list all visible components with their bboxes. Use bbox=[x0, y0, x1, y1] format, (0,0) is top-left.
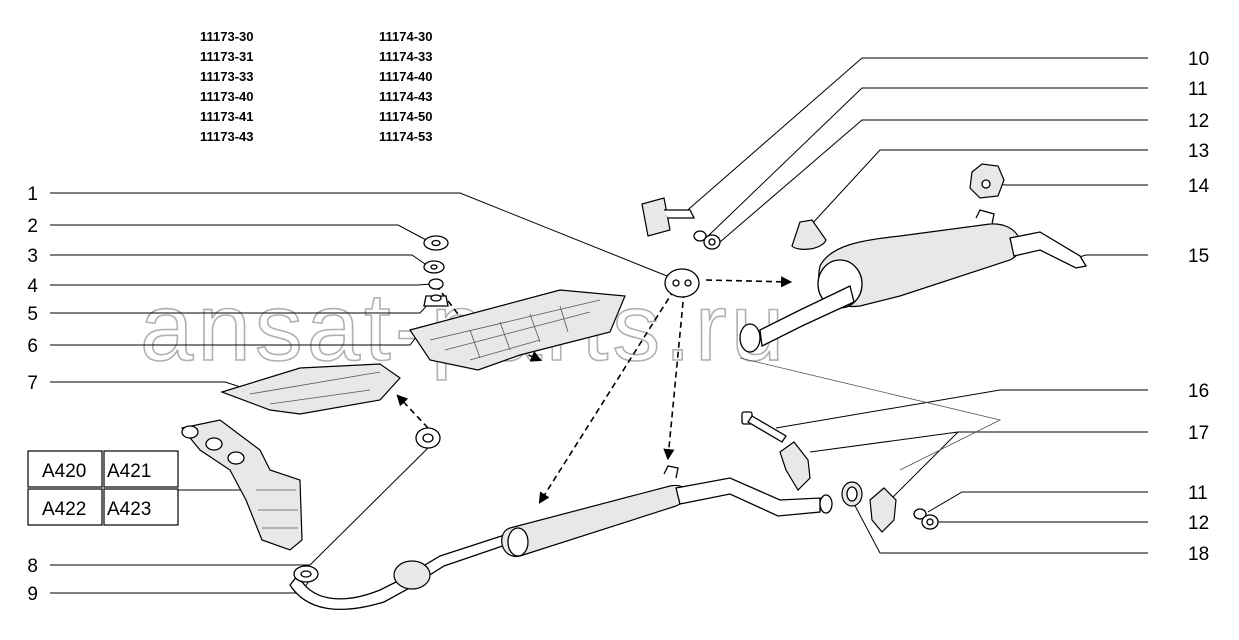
callout-number: 4 bbox=[27, 276, 38, 297]
middle-muffler bbox=[501, 465, 833, 557]
engine-code-boxes: A420 A421 A422 A423 bbox=[27, 450, 179, 526]
callout-number: 11 bbox=[1188, 483, 1208, 504]
model-code: 11173-40 bbox=[200, 89, 254, 104]
model-code: 11174-50 bbox=[379, 109, 433, 124]
callout-number: 9 bbox=[27, 584, 38, 605]
pipe-clamp bbox=[779, 441, 897, 533]
heat-shield-short bbox=[220, 363, 401, 415]
engine-code: A420 bbox=[42, 461, 86, 482]
callout-number: 6 bbox=[27, 336, 38, 357]
main-muffler bbox=[739, 209, 1088, 353]
callouts-left: 1 2 3 4 5 6 7 8 9 bbox=[27, 184, 38, 605]
callout-number: 5 bbox=[27, 304, 38, 325]
model-code: 11174-30 bbox=[379, 29, 433, 44]
exhaust-manifold bbox=[180, 419, 303, 551]
callout-number: 12 bbox=[1188, 111, 1209, 132]
callout-number: 1 bbox=[27, 184, 38, 205]
callout-number: 13 bbox=[1188, 141, 1209, 162]
callout-number: 15 bbox=[1188, 246, 1209, 267]
engine-code: A422 bbox=[42, 499, 86, 520]
model-code: 11174-53 bbox=[379, 129, 433, 144]
callout-number: 7 bbox=[27, 373, 38, 394]
callout-number: 17 bbox=[1188, 423, 1209, 444]
heat-shield-long bbox=[409, 289, 626, 371]
model-code: 11174-40 bbox=[379, 69, 433, 84]
model-list-left: 11173-30 11173-31 11173-33 11173-40 1117… bbox=[200, 29, 254, 144]
callout-number: 2 bbox=[27, 216, 38, 237]
callouts-right: 10 11 12 13 14 15 16 17 11 12 18 bbox=[1188, 49, 1210, 565]
rubber-bump-stop bbox=[791, 219, 827, 250]
model-code: 11174-33 bbox=[379, 49, 433, 64]
hanger-bracket bbox=[641, 197, 696, 237]
rear-rubber-hanger bbox=[969, 163, 1005, 199]
washers-and-nuts bbox=[423, 235, 449, 307]
sealing-ring bbox=[841, 481, 863, 507]
callout-number: 8 bbox=[27, 556, 38, 577]
mounting-nut bbox=[415, 427, 441, 449]
lower-nuts bbox=[913, 508, 939, 530]
model-code: 11173-43 bbox=[200, 129, 254, 144]
engine-code: A423 bbox=[107, 499, 151, 520]
callout-number: 11 bbox=[1188, 79, 1208, 100]
engine-code-box bbox=[27, 450, 103, 488]
model-code: 11173-41 bbox=[200, 109, 254, 124]
engine-code-box bbox=[27, 488, 103, 526]
engine-code-box bbox=[103, 450, 179, 488]
engine-code-box bbox=[103, 488, 179, 526]
callout-number: 14 bbox=[1188, 176, 1210, 197]
upper-nuts bbox=[693, 230, 721, 250]
rubber-hanger-part bbox=[664, 268, 700, 298]
front-exhaust-pipe bbox=[289, 529, 521, 611]
assembly-arrows bbox=[396, 276, 1002, 504]
model-code: 11173-30 bbox=[200, 29, 254, 44]
model-code: 11173-33 bbox=[200, 69, 254, 84]
engine-code: A421 bbox=[107, 461, 151, 482]
callout-number: 18 bbox=[1188, 544, 1209, 565]
model-code: 11174-43 bbox=[379, 89, 433, 104]
callout-number: 16 bbox=[1188, 381, 1209, 402]
clamp-bolt bbox=[741, 411, 787, 443]
callout-number: 10 bbox=[1188, 49, 1209, 70]
model-list-right: 11174-30 11174-33 11174-40 11174-43 1117… bbox=[379, 29, 433, 144]
callout-number: 12 bbox=[1188, 513, 1209, 534]
model-code: 11173-31 bbox=[200, 49, 254, 64]
callout-number: 3 bbox=[27, 246, 38, 267]
